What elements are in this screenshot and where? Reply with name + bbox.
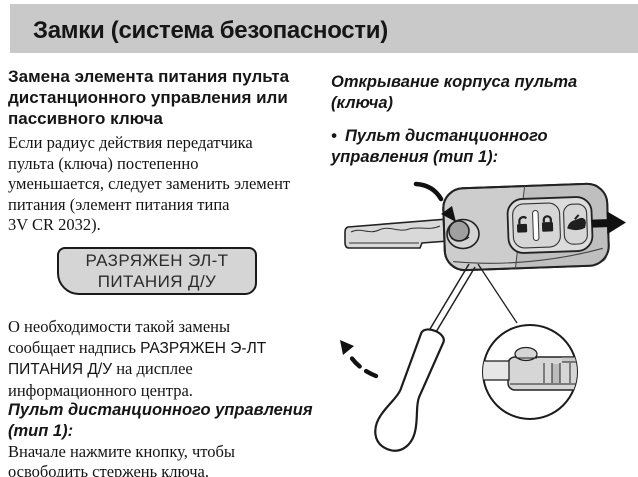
info-display-message-box: РАЗРЯЖЕН ЭЛ-Т ПИТАНИЯ Д/У	[57, 247, 257, 295]
release-button	[446, 218, 480, 250]
section-heading-opening-case: Открывание корпуса пульта (ключа)	[331, 73, 578, 112]
display-message-line-1: РАЗРЯЖЕН ЭЛ-Т	[85, 251, 229, 270]
slide-arrow-icon	[591, 211, 626, 235]
key-fob-illustration	[340, 181, 626, 452]
bullet-item-remote-type1: • Пульт дистанционного управления (тип 1…	[331, 127, 548, 166]
paragraph-battery-range: Если радиус действия передатчика пульта …	[8, 133, 291, 234]
detail-inset	[482, 324, 578, 420]
unlock-icon	[516, 215, 528, 233]
display-message-line-2: ПИТАНИЯ Д/У	[97, 272, 217, 291]
paragraph-display-warning-post: на дисплее информационного центра.	[8, 359, 193, 400]
subsection-heading-remote-type1: Пульт дистанционного управления (тип 1):	[8, 401, 313, 440]
screwdriver	[374, 263, 476, 452]
inset-pointer-line	[477, 263, 518, 324]
lock-icon	[541, 215, 554, 232]
page-title: Замки (система безопасности)	[33, 16, 388, 44]
key-blade	[344, 218, 449, 249]
paragraph-display-warning-pre: О необходимости такой замены сообщает на…	[8, 317, 231, 357]
display-message-inline: РАЗРЯЖЕН Э-ЛТ ПИТАНИЯ Д/У	[8, 339, 267, 379]
trunk-icon	[567, 214, 586, 231]
press-arrow-icon	[413, 181, 456, 222]
section-heading-battery-replacement: Замена элемента питания пульта дистанцио…	[8, 67, 290, 128]
paragraph-press-button: Вначале нажмите кнопку, чтобы освободить…	[8, 442, 236, 477]
pry-arrow-icon	[340, 340, 379, 379]
button-pad	[506, 196, 594, 254]
page-header-bar: Замки (система безопасности)	[10, 4, 638, 53]
paragraph-display-warning: О необходимости такой замены сообщает на…	[8, 317, 338, 401]
